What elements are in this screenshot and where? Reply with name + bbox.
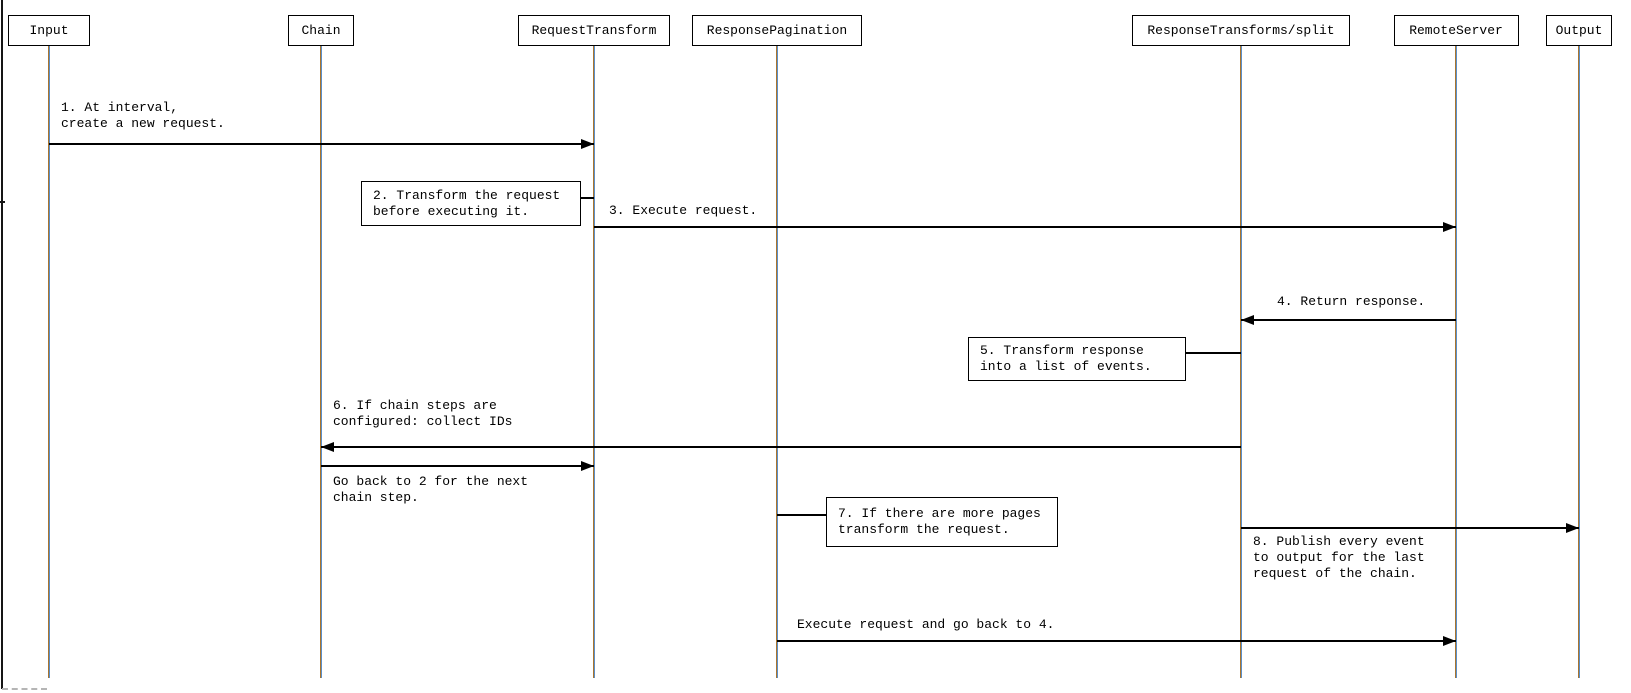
left-frame-tick (0, 201, 5, 203)
note-7-more-pages-connector (777, 514, 826, 516)
msg-go-back-to-2-label: Go back to 2 for the next chain step. (333, 474, 529, 505)
lifeline-remoteserver (1455, 46, 1457, 678)
msg-3-execute-request-line (594, 226, 1456, 228)
msg-3-execute-request-label: 3. Execute request. (609, 203, 758, 218)
msg-execute-go-back-to-4-label: Execute request and go back to 4. (797, 617, 1055, 632)
lifeline-chain (320, 46, 322, 678)
actor-responsetransforms-split: ResponseTransforms/split (1132, 15, 1350, 46)
actor-remoteserver: RemoteServer (1393, 15, 1519, 46)
actor-chain: Chain (288, 15, 354, 46)
note-2-transform-request: 2. Transform the request before executin… (361, 181, 581, 226)
arrowhead-right-icon (581, 138, 594, 149)
arrowhead-right-icon (1566, 522, 1579, 533)
msg-6-collect-ids-line (321, 446, 1241, 448)
actor-output: Output (1546, 15, 1612, 46)
arrowhead-right-icon (1443, 221, 1456, 232)
left-frame-edge (1, 0, 3, 689)
msg-go-back-to-2-line (321, 465, 594, 467)
note-5-transform-response: 5. Transform response into a list of eve… (968, 337, 1186, 381)
msg-4-return-response-line (1241, 319, 1456, 321)
msg-1-at-interval-label: 1. At interval, create a new request. (61, 100, 225, 131)
arrowhead-right-icon (1443, 635, 1456, 646)
msg-execute-go-back-to-4-line (777, 640, 1456, 642)
lifeline-responsetransforms-split (1240, 46, 1242, 678)
msg-1-at-interval-line (49, 143, 594, 145)
actor-responsepagination: ResponsePagination (692, 15, 862, 46)
msg-4-return-response-label: 4. Return response. (1277, 294, 1426, 309)
arrowhead-left-icon (321, 441, 334, 452)
msg-8-publish-events-label: 8. Publish every event to output for the… (1253, 534, 1425, 581)
msg-6-collect-ids-label: 6. If chain steps are configured: collec… (333, 398, 513, 429)
actor-requesttransform: RequestTransform (518, 15, 670, 46)
arrowhead-left-icon (1241, 314, 1254, 325)
lifeline-output (1578, 46, 1580, 678)
lifeline-input (48, 46, 50, 678)
note-5-transform-response-connector (1186, 352, 1241, 354)
note-2-transform-request-connector (581, 197, 594, 199)
note-7-more-pages: 7. If there are more pages transform the… (826, 497, 1058, 547)
arrowhead-right-icon (581, 460, 594, 471)
bottom-left-mark (2, 688, 47, 690)
msg-8-publish-events-line (1241, 527, 1579, 529)
lifeline-requesttransform (593, 46, 595, 678)
actor-input: Input (8, 15, 90, 46)
lifeline-responsepagination (776, 46, 778, 678)
